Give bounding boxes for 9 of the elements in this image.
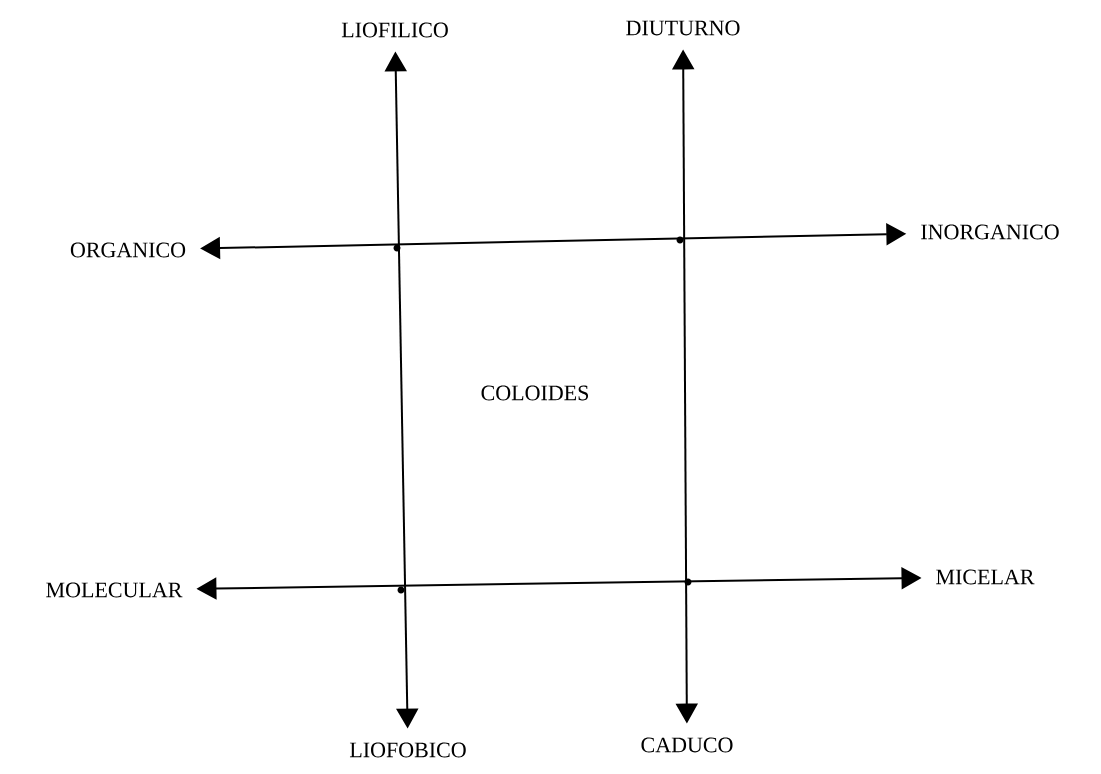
text-label: MOLECULAR	[46, 582, 183, 598]
text-label: INORGANICO	[921, 224, 1059, 240]
text-label: LIOFOBICO	[349, 742, 466, 758]
text-label: DIUTURNO	[626, 20, 740, 36]
text-label: LIOFILICO	[341, 22, 448, 38]
text-label: CADUCO	[641, 737, 733, 753]
text-label: ORGANICO	[70, 242, 186, 258]
text-label: MICELAR	[936, 569, 1035, 585]
center-label: COLOIDES	[481, 385, 588, 401]
